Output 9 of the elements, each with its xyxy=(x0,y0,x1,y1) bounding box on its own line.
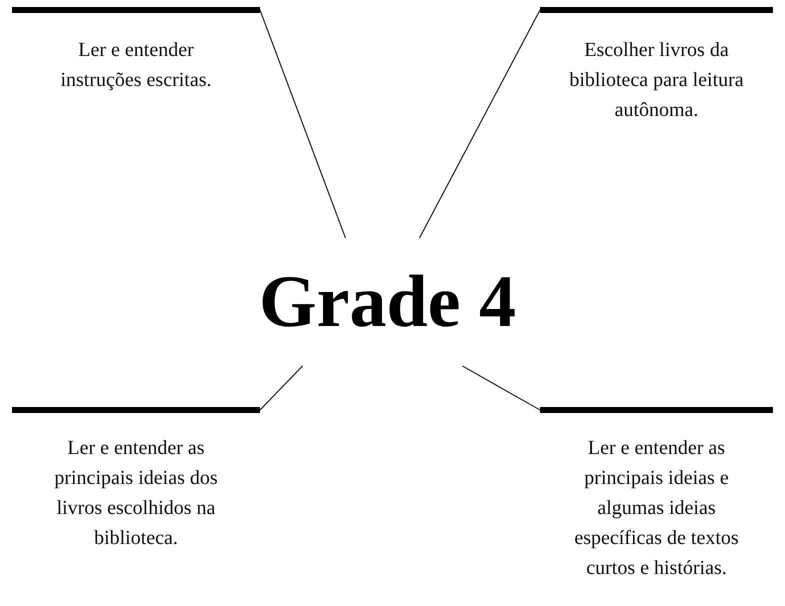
topic-text: Ler e entender as principais ideias dos livros escolhidos na biblioteca. xyxy=(53,436,219,551)
central-title: Grade 4 xyxy=(230,238,545,366)
topic-text: Ler e entender as principais ideias e algumas ideias específicas de textos curtos e histórias. xyxy=(573,436,740,581)
connector-line xyxy=(419,10,540,238)
connector-line xyxy=(462,366,540,410)
topic-text: Escolher livros da biblioteca para leitura autônoma. xyxy=(568,38,745,123)
topic-text: Ler e entender instruções escritas. xyxy=(59,38,213,93)
connector-line xyxy=(260,366,303,410)
connector-line xyxy=(260,10,346,238)
